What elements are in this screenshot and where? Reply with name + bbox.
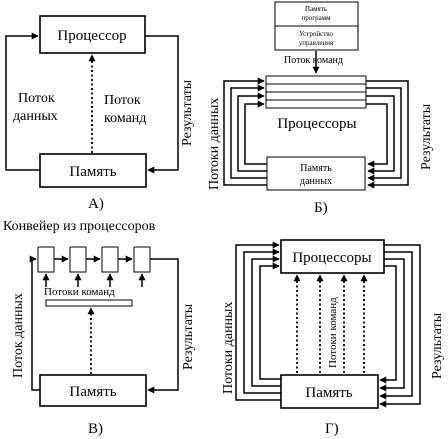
data-flow-arrow-1 (235, 241, 281, 401)
data-memory-line1: Память (300, 163, 332, 174)
memory-box (280, 374, 379, 409)
data-memory-box (266, 156, 366, 191)
panel-b: Память программ Устройство управления По… (207, 1, 434, 216)
memory-box (39, 374, 147, 407)
results-arrow-2 (366, 87, 402, 182)
results-arrow-1 (379, 244, 421, 408)
data-flow-label-line1: Поток (18, 91, 55, 106)
data-flow-arrow-2 (230, 84, 267, 179)
panel-d: Процессоры Память Потоки команд Потоки д… (221, 239, 445, 437)
caption-d: Г) (325, 421, 339, 437)
data-flow-arrow-2 (243, 248, 281, 394)
command-flow-label-line1: Поток (104, 93, 141, 108)
command-flow-label: Поток команд (284, 55, 343, 66)
command-flows-label: Потоки команд (327, 297, 339, 368)
pipeline-processor-1 (37, 246, 55, 273)
results-arrow (147, 258, 179, 394)
data-flow-label-line2: данных (13, 109, 58, 124)
caption-a: А) (88, 196, 104, 212)
results-label: Результаты (430, 312, 445, 379)
results-arrow-4 (366, 103, 388, 168)
results-arrow-1 (366, 80, 409, 189)
pipeline-processor-4 (133, 246, 151, 273)
panel-c: Конвейер из процессоров Потоки команд Па… (3, 219, 196, 437)
control-unit-line1: Устройство (299, 30, 334, 38)
memory-label: Память (69, 384, 116, 400)
caption-c: В) (88, 421, 103, 437)
control-unit-box (274, 25, 359, 51)
results-arrow (145, 35, 179, 174)
processors-label: Процессоры (277, 116, 356, 132)
results-arrow-3 (379, 258, 405, 392)
processor-slot-1 (265, 75, 367, 85)
data-flow-arrow (5, 32, 40, 171)
data-flow-arrow-4 (244, 100, 267, 165)
command-flow-label-line2: команд (104, 111, 146, 126)
results-arrow-2 (379, 251, 413, 400)
program-memory-box (274, 1, 359, 27)
memory-label: Память (69, 164, 116, 180)
data-flows-label: Потоки данных (207, 98, 222, 190)
command-bus (45, 299, 133, 307)
pipeline-processor-2 (69, 246, 87, 273)
processor-slot-2 (265, 83, 367, 93)
processor-label: Процессор (57, 28, 126, 44)
data-memory-line2: данных (300, 176, 332, 187)
caption-b: Б) (314, 200, 328, 216)
pipeline-title: Конвейер из процессоров (3, 219, 156, 234)
processor-slot-3 (265, 91, 367, 101)
data-flow-arrow (29, 255, 40, 391)
processors-label: Процессоры (292, 250, 371, 266)
data-flow-label: Поток данных (11, 293, 26, 378)
control-unit-line2: управления (299, 39, 334, 47)
data-flow-arrow-4 (259, 262, 281, 380)
data-flow-arrow-3 (251, 255, 281, 387)
results-arrow-3 (366, 95, 395, 175)
pipeline-processor-3 (101, 246, 119, 273)
processors-box (280, 239, 385, 274)
data-flow-arrow-1 (223, 77, 267, 186)
results-arrow-4 (379, 265, 397, 384)
data-flow-arrow-3 (237, 92, 267, 172)
memory-label: Память (305, 385, 352, 401)
program-memory-line1: Память (305, 5, 327, 13)
panel-a: Процессор Память Поток данных Поток кома… (5, 15, 195, 212)
results-label: Результаты (419, 103, 434, 170)
program-memory-line2: программ (301, 14, 331, 22)
processor-box (39, 15, 146, 54)
results-label: Результаты (181, 303, 196, 370)
results-label: Результаты (180, 79, 195, 146)
command-flows-label: Потоки команд (44, 286, 115, 298)
processor-slot-4 (265, 99, 367, 109)
data-flows-label: Потоки данных (221, 302, 236, 394)
memory-box (39, 153, 147, 188)
